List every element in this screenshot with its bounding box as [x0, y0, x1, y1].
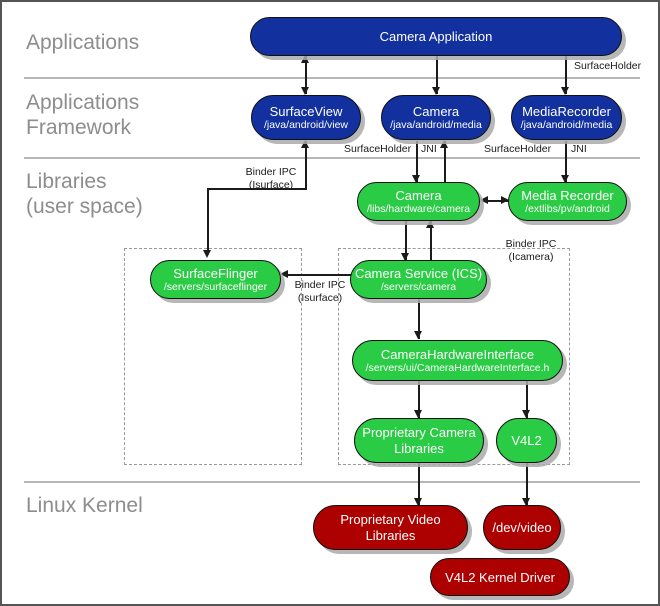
divider-linux-kernel — [24, 481, 640, 483]
edge-surfaceview-binder — [305, 141, 307, 188]
node-camera-hardware-interface-path: /servers/ui/CameraHardwareInterface.h — [365, 362, 550, 374]
node-surfaceview[interactable]: SurfaceView /java/android/view — [251, 95, 361, 140]
node-media-recorder-native-path: /extlibs/pv/android — [525, 203, 610, 215]
edge-chi-to-proprietary-camera — [418, 381, 420, 418]
edge-camera-native-to-service — [405, 221, 407, 261]
arrowhead-chi-to-proprietary-camera — [414, 410, 422, 418]
edge-label-surfaceholder-camera-java: SurfaceHolder — [344, 143, 412, 155]
node-camera-java-title: Camera — [412, 104, 460, 119]
arrowhead-proprietary-camera-to-video — [414, 498, 422, 506]
divider-applications-framework — [24, 157, 640, 159]
edge-label-binder-ipc-isurface-top: Binder IPC (Isurface) — [245, 166, 297, 191]
node-camera-application-title: Camera Application — [379, 29, 493, 44]
edge-camera-native-to-java-jni — [444, 141, 446, 183]
node-camera-native-title: Camera — [395, 188, 442, 203]
layer-label-libraries: Libraries (user space) — [26, 170, 143, 218]
node-camera-hardware-interface[interactable]: CameraHardwareInterface /servers/ui/Came… — [352, 340, 563, 381]
node-mediarecorder-java-title: MediaRecorder — [522, 104, 611, 119]
edge-label-jni-mediarecorder: JNI — [571, 143, 587, 155]
edge-service-to-camera-native — [430, 221, 432, 261]
edge-binder-isurface-horizontal — [207, 188, 307, 190]
arrowhead-mediarecorder-java-to-native — [561, 175, 569, 183]
node-dev-video-title: /dev/video — [492, 520, 552, 535]
edge-label-binder-ipc-isurface-service: Binder IPC (Isurface) — [294, 279, 346, 304]
edge-mediarecorder-java-to-native — [565, 141, 567, 183]
node-surfaceflinger[interactable]: SurfaceFlinger /servers/surfaceflinger — [150, 260, 281, 299]
camera-service-process-box — [338, 248, 570, 465]
node-v4l2-kernel-driver-title: V4L2 Kernel Driver — [445, 569, 555, 585]
node-camera-service-title: Camera Service (ICS) — [354, 266, 483, 281]
edge-app-camera-java — [436, 56, 438, 94]
edge-app-mediarecorder-java — [565, 56, 567, 94]
layer-label-linux-kernel: Linux Kernel — [26, 494, 143, 517]
node-camera-java-path: /java/android/media — [390, 119, 482, 131]
node-proprietary-video-libraries[interactable]: Proprietary Video Libraries — [313, 505, 468, 550]
edge-label-jni-camera: JNI — [421, 143, 437, 155]
divider-applications — [24, 77, 640, 79]
edge-service-to-chi — [418, 299, 420, 339]
node-v4l2[interactable]: V4L2 — [496, 418, 557, 463]
edge-binder-isurface-vertical — [207, 188, 209, 252]
edge-app-surfaceview — [305, 56, 307, 94]
node-camera-hardware-interface-title: CameraHardwareInterface — [380, 347, 535, 362]
arrowhead-app-camera-java — [432, 87, 440, 95]
layer-label-applications-framework: Applications Framework — [26, 91, 140, 139]
arrowhead-service-to-chi — [414, 331, 422, 339]
node-media-recorder-native-title: Media Recorder — [521, 188, 614, 203]
edge-proprietary-camera-to-video — [418, 463, 420, 505]
edge-service-to-surfaceflinger — [285, 274, 351, 276]
node-dev-video[interactable]: /dev/video — [483, 505, 561, 550]
node-media-recorder-native[interactable]: Media Recorder /extlibs/pv/android — [508, 182, 627, 221]
edge-camera-mediarecorder-native — [482, 200, 508, 202]
arrowhead-chi-to-v4l2 — [522, 410, 530, 418]
node-surfaceview-title: SurfaceView — [269, 104, 343, 119]
node-camera-native[interactable]: Camera /libs/hardware/camera — [357, 182, 480, 221]
node-proprietary-camera-libraries-title: Proprietary Camera Libraries — [362, 424, 476, 456]
node-mediarecorder-java[interactable]: MediaRecorder /java/android/media — [511, 95, 622, 140]
arrowhead-surfaceview-binder — [301, 140, 309, 148]
arrowhead-v4l2-to-dev-video — [522, 498, 530, 506]
arrowhead-camera-native-to-service — [401, 253, 409, 261]
arrowhead-app-surfaceview-down — [301, 87, 309, 95]
node-proprietary-camera-libraries[interactable]: Proprietary Camera Libraries — [354, 418, 484, 463]
node-surfaceflinger-path: /servers/surfaceflinger — [163, 281, 268, 293]
edge-label-surfaceholder-mediarecorder-java: SurfaceHolder — [484, 143, 552, 155]
edge-label-surfaceholder-app-mediarecorder: SurfaceHolder — [574, 60, 642, 72]
node-proprietary-video-libraries-title: Proprietary Video Libraries — [340, 511, 441, 543]
node-v4l2-title: V4L2 — [511, 433, 542, 448]
node-mediarecorder-java-path: /java/android/media — [520, 119, 613, 131]
arrowhead-service-to-surfaceflinger — [280, 270, 288, 278]
edge-v4l2-to-dev-video — [526, 463, 528, 505]
node-camera-service[interactable]: Camera Service (ICS) /servers/camera — [350, 260, 487, 299]
arrowhead-camera-native-left — [480, 196, 488, 204]
arrowhead-camera-java-to-native — [412, 175, 420, 183]
node-v4l2-kernel-driver[interactable]: V4L2 Kernel Driver — [430, 558, 570, 596]
edge-label-binder-ipc-icamera: Binder IPC (Icamera) — [505, 238, 557, 263]
edge-camera-java-to-native — [416, 141, 418, 183]
node-camera-native-path: /libs/hardware/camera — [366, 203, 471, 215]
node-camera-application[interactable]: Camera Application — [250, 17, 622, 56]
edge-chi-to-v4l2 — [526, 381, 528, 418]
arrowhead-mediarecorder-native-right — [501, 196, 509, 204]
node-camera-java[interactable]: Camera /java/android/media — [381, 95, 491, 140]
arrowhead-app-mediarecorder-java — [561, 87, 569, 95]
node-surfaceview-path: /java/android/view — [263, 119, 349, 131]
arrowhead-camera-native-to-java-jni — [440, 140, 448, 148]
arrowhead-service-to-camera-native — [426, 220, 434, 228]
surfaceflinger-process-box — [124, 248, 302, 465]
arrowhead-app-surfaceview-up — [301, 55, 309, 63]
arrowhead-binder-isurface-surfaceflinger — [203, 250, 211, 258]
node-surfaceflinger-title: SurfaceFlinger — [173, 266, 258, 281]
node-camera-service-path: /servers/camera — [380, 281, 457, 293]
layer-label-applications: Applications — [26, 31, 140, 54]
